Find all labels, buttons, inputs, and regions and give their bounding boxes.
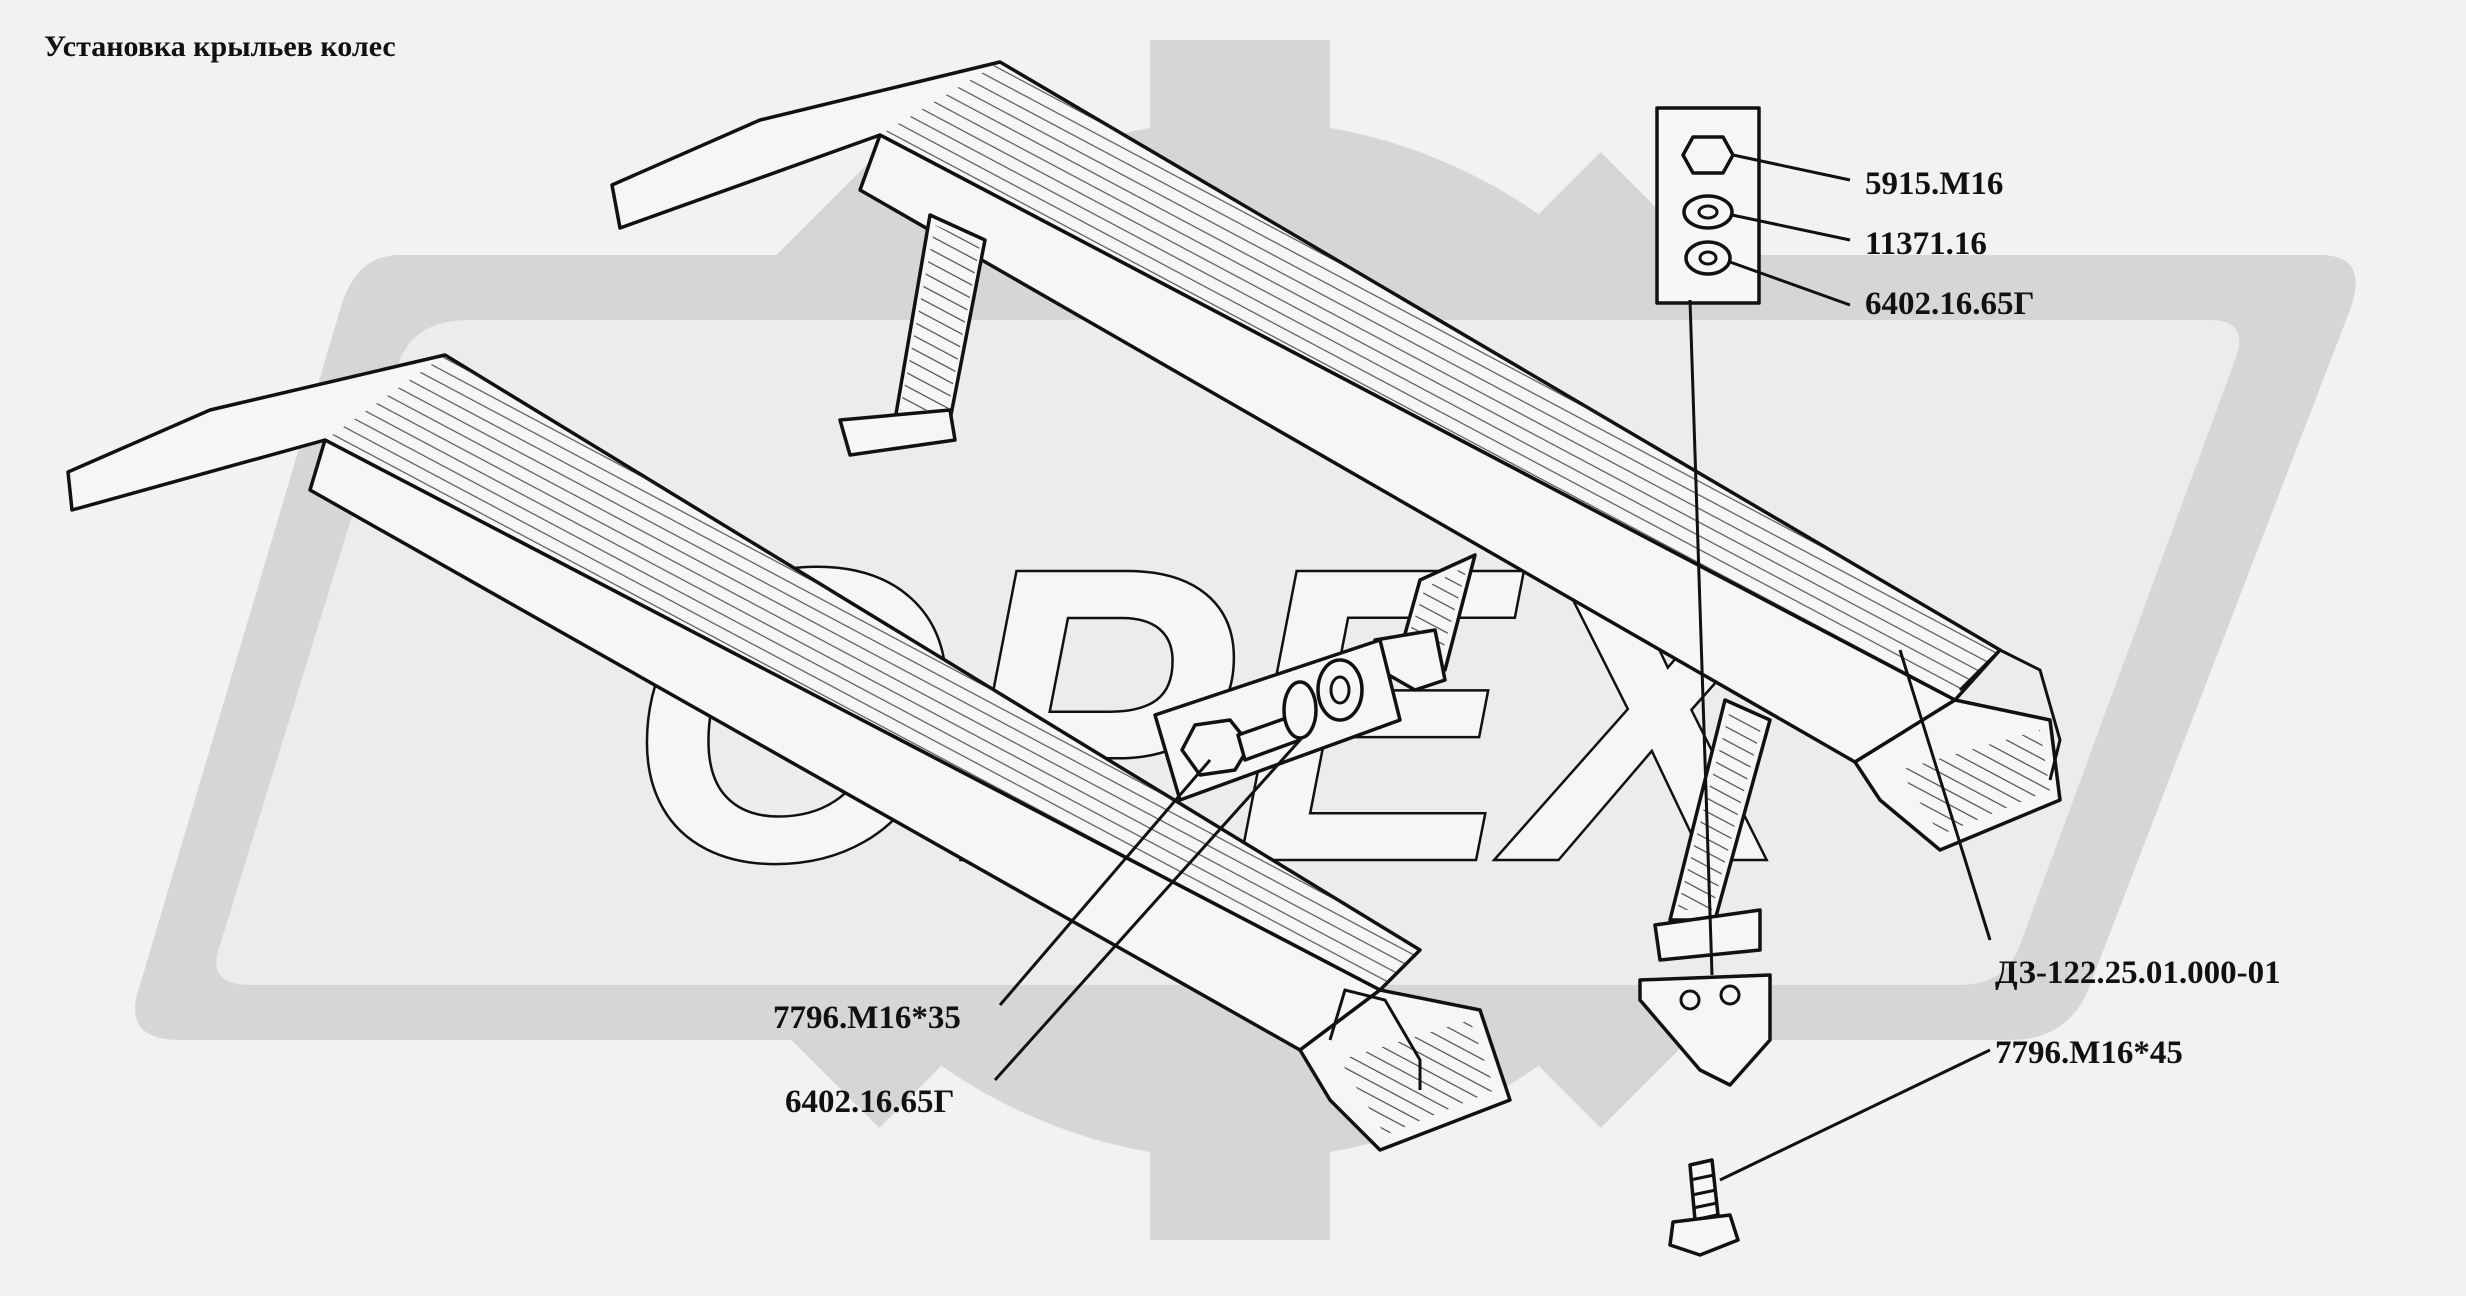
label-fender-assembly: ДЗ-122.25.01.000-01 xyxy=(1995,955,2281,991)
label-washer: 11371.16 xyxy=(1865,226,1987,262)
leader-lines xyxy=(993,153,1992,1182)
label-spring-washer-top: 6402.16.65Г xyxy=(1865,286,2035,322)
label-nut: 5915.М16 xyxy=(1865,166,2003,202)
spring-washer-icon xyxy=(1684,240,1732,276)
washer-bottom-icon xyxy=(1316,658,1364,722)
label-bolt-long: 7796.М16*45 xyxy=(1995,1035,2183,1071)
spring-washer-bottom-icon xyxy=(1282,680,1318,740)
fender-lower xyxy=(66,353,1772,1152)
bolt-head-icon xyxy=(1180,718,1252,777)
fender-upper xyxy=(610,60,2062,852)
nut-icon xyxy=(1681,135,1735,175)
bolt-icon xyxy=(1668,1158,1740,1257)
callout-labels: 5915.М16 11371.16 6402.16.65Г ДЗ-122.25.… xyxy=(773,166,2281,1120)
washer-icon xyxy=(1682,194,1734,230)
hardware-panel-top xyxy=(1655,106,1761,305)
mounting-bracket xyxy=(1638,973,1772,1087)
label-spring-washer-bottom: 6402.16.65Г xyxy=(785,1084,955,1120)
page-title: Установка крыльев колес xyxy=(44,30,396,63)
hardware-panel-bottom xyxy=(1153,638,1402,802)
label-bolt-short: 7796.М16*35 xyxy=(773,1000,961,1036)
